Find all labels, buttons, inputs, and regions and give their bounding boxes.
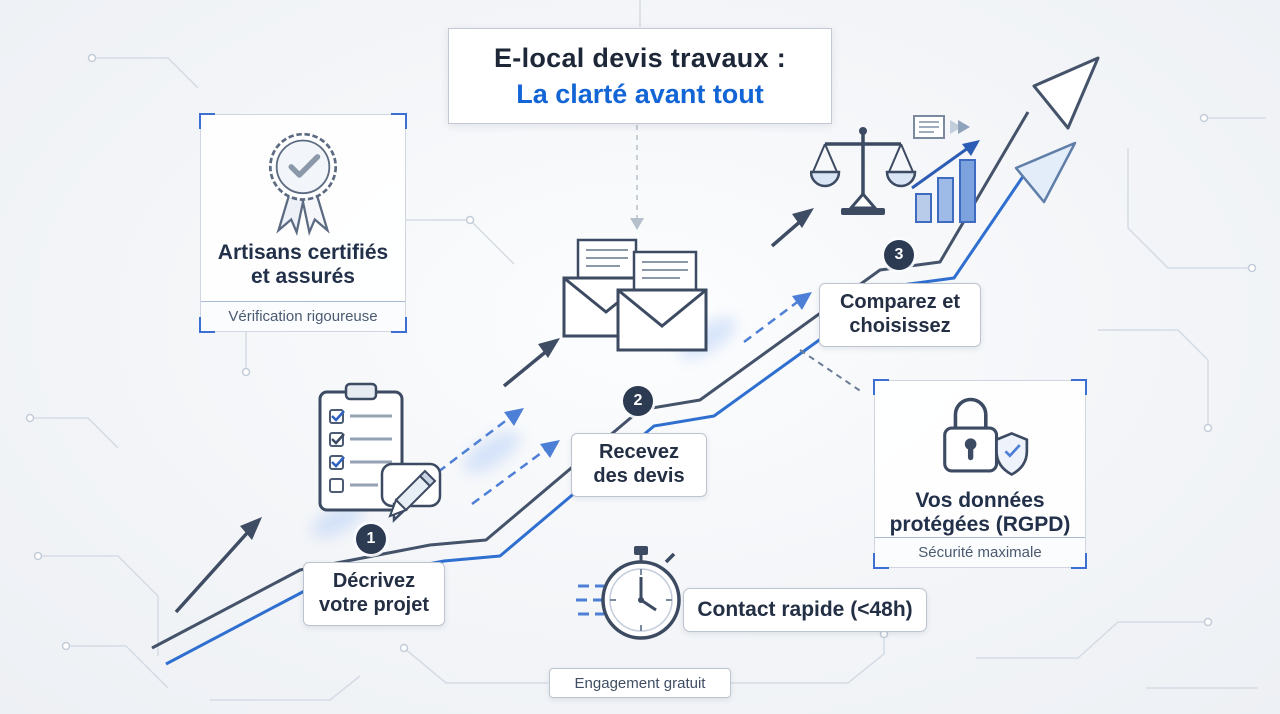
growth-chart-icon <box>906 112 991 232</box>
bracket-corner-icon <box>1071 379 1087 395</box>
page-title: E-local devis travaux : <box>493 42 787 73</box>
circuit-traces <box>30 0 1266 701</box>
dashed-blue-arrows <box>437 292 812 506</box>
step-3-label: Comparez et choisissez <box>819 283 981 347</box>
step-2-badge: 2 <box>623 386 653 416</box>
step-2-number: 2 <box>633 392 643 409</box>
rgpd-subtitle: Sécurité maximale <box>918 544 1042 561</box>
title-connector <box>630 125 644 230</box>
bracket-corner-icon <box>1071 553 1087 569</box>
bracket-corner-icon <box>873 379 889 395</box>
step-3-badge: 3 <box>884 240 914 270</box>
clipboard-checklist-icon <box>298 376 448 531</box>
artisans-title: Artisans certifiés et assurés <box>217 241 389 289</box>
artisans-subtitle-strip: Vérification rigoureuse <box>201 301 405 331</box>
step-1-number: 1 <box>366 530 376 547</box>
lock-shield-icon <box>875 387 1085 487</box>
engagement-gratuit-badge: Engagement gratuit <box>549 668 731 698</box>
rgpd-subtitle-strip: Sécurité maximale <box>875 537 1085 567</box>
bracket-corner-icon <box>873 553 889 569</box>
bracket-corner-icon <box>391 113 407 129</box>
step-3-number: 3 <box>894 246 904 263</box>
rgpd-title: Vos données protégées (RGPD) <box>889 489 1071 537</box>
balance-scale-icon <box>809 120 918 233</box>
certified-badge-icon <box>201 121 405 239</box>
stopwatch-icon <box>576 544 691 654</box>
artisans-feature-card: Artisans certifiés et assurés Vérificati… <box>199 113 407 333</box>
mail-documents-icon <box>556 230 716 375</box>
step3-rgpd-connector <box>799 349 863 393</box>
step-1-label: Décrivez votre projet <box>303 562 445 626</box>
artisans-subtitle: Vérification rigoureuse <box>228 308 378 325</box>
step-1-badge: 1 <box>356 524 386 554</box>
title-box: E-local devis travaux : La clarté avant … <box>448 28 832 124</box>
small-dark-arrows <box>174 208 814 614</box>
step-2-label: Recevez des devis <box>571 433 707 497</box>
page-subtitle: La clarté avant tout <box>516 78 764 109</box>
bracket-corner-icon <box>199 317 215 333</box>
bracket-corner-icon <box>199 113 215 129</box>
bracket-corner-icon <box>391 317 407 333</box>
rgpd-feature-card: Vos données protégées (RGPD) Sécurité ma… <box>873 379 1087 569</box>
contact-rapide-badge: Contact rapide (<48h) <box>683 588 927 632</box>
